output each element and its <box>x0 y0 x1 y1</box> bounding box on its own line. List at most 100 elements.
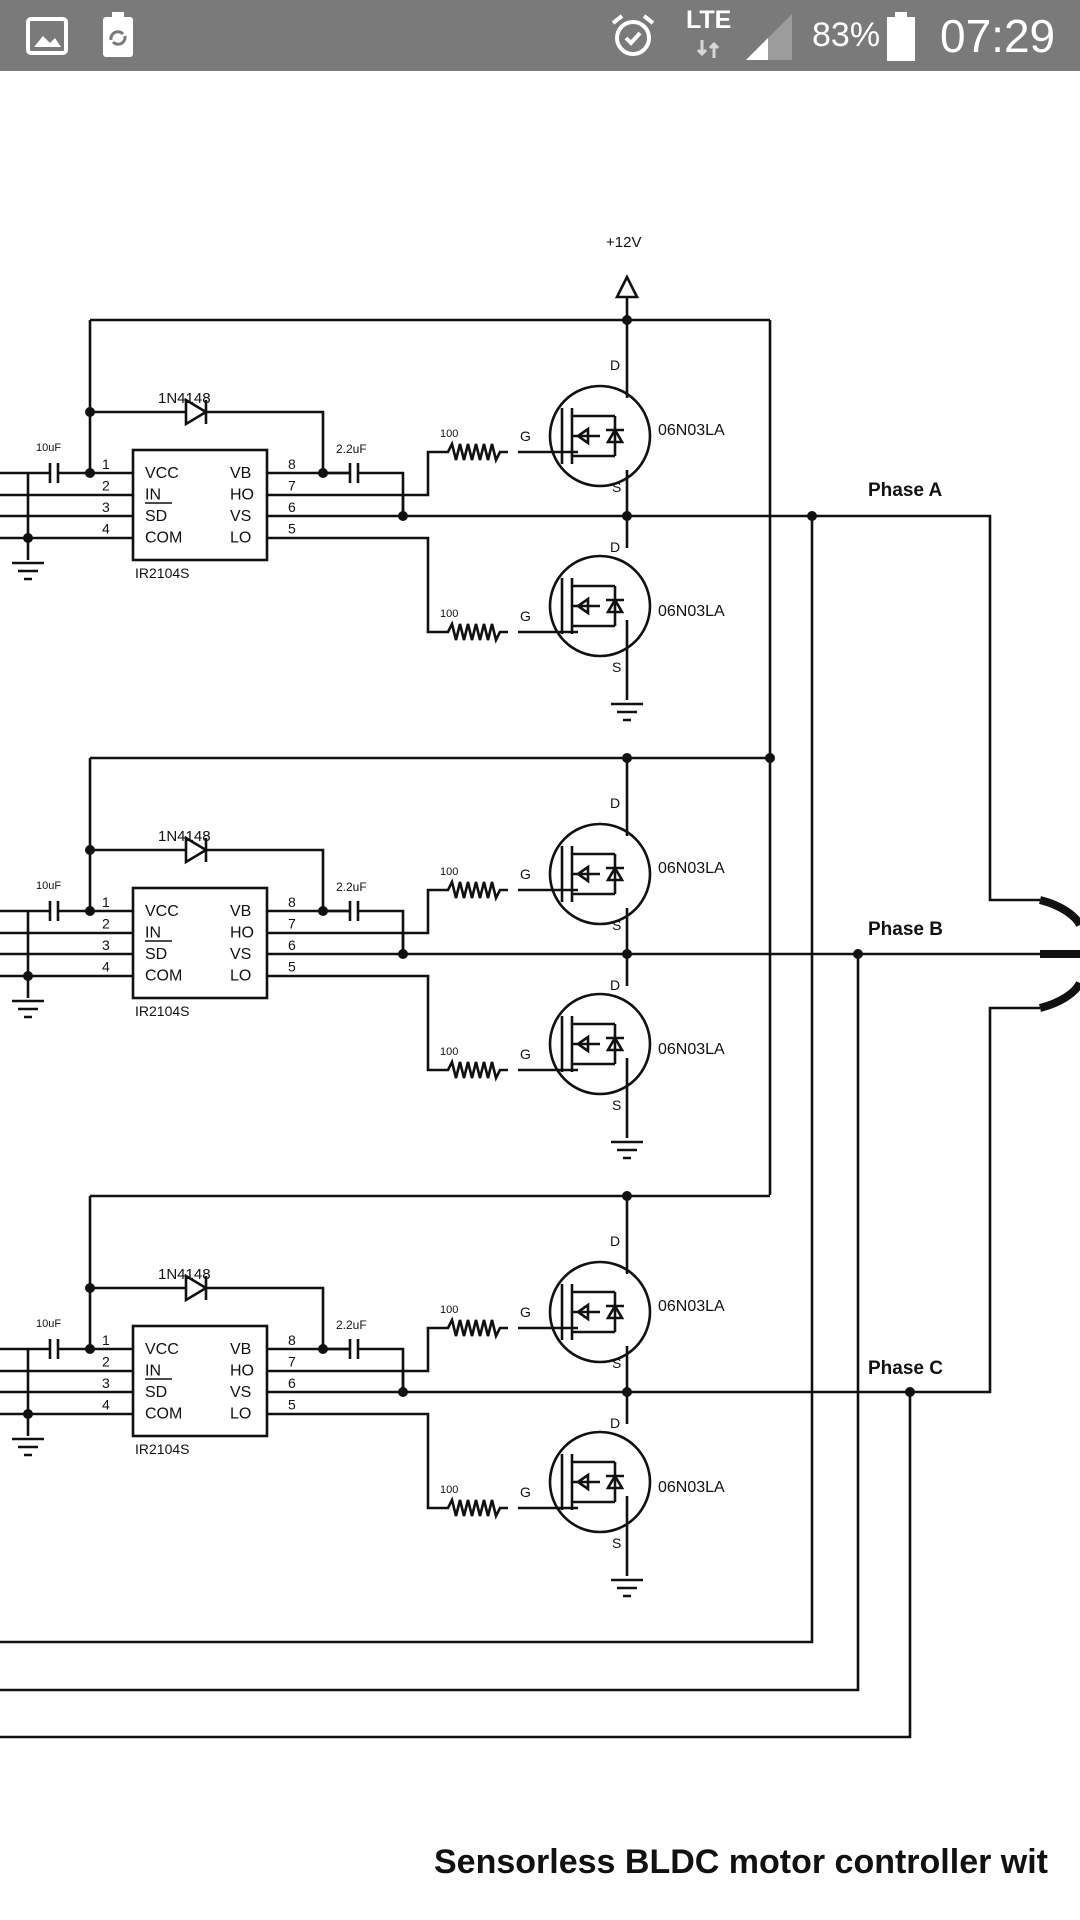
resistor-label: 100 <box>440 608 458 620</box>
junction-dot <box>85 1344 95 1354</box>
pin-number: 3 <box>102 937 110 953</box>
gate-label: G <box>520 428 531 444</box>
resistor-label: 100 <box>440 866 458 878</box>
resistor-label: 100 <box>440 1046 458 1058</box>
mosfet-low <box>548 992 652 1096</box>
ground-icon <box>12 561 44 581</box>
junction-dot <box>85 845 95 855</box>
pin-number: 5 <box>288 521 296 537</box>
gate-resistor-low <box>438 1058 508 1082</box>
junction-dot <box>807 511 817 521</box>
chip-pin-label: COM <box>145 1406 182 1423</box>
junction-dot <box>85 1283 95 1293</box>
source-label: S <box>612 1535 621 1551</box>
pin-number: 7 <box>288 1354 296 1370</box>
signal-icon <box>746 14 792 60</box>
cap-in-label: 10uF <box>36 880 61 892</box>
pin-number: 2 <box>102 916 110 932</box>
ground-icon <box>611 1578 643 1598</box>
junction-dot <box>398 1387 408 1397</box>
gate-label: G <box>520 866 531 882</box>
pin-number: 1 <box>102 456 110 472</box>
chip-pin-label: HO <box>230 487 254 504</box>
chip-pin-label: SD <box>145 1384 167 1401</box>
pin-number: 6 <box>288 937 296 953</box>
drain-label: D <box>610 1415 620 1431</box>
drain-label: D <box>610 1233 620 1249</box>
gate-resistor-low <box>438 1496 508 1520</box>
cap-boot-label: 2.2uF <box>336 880 367 894</box>
ground-icon <box>12 1437 44 1457</box>
cap-in-label: 10uF <box>36 442 61 454</box>
mosfet-high <box>548 1260 652 1364</box>
cap-boot-label: 2.2uF <box>336 1318 367 1332</box>
junction-dot <box>622 315 632 325</box>
chip-pin-label: VB <box>230 465 251 482</box>
gate-label: G <box>520 608 531 624</box>
pin-number: 3 <box>102 1375 110 1391</box>
junction-dot <box>23 533 33 543</box>
chip-pin-label: SD <box>145 946 167 963</box>
stage-wires <box>0 318 770 700</box>
gate-label: G <box>520 1304 531 1320</box>
ir2104s-chip <box>131 886 269 1000</box>
junction-dot <box>622 511 632 521</box>
junction-dot <box>85 407 95 417</box>
ir2104s-chip <box>131 1324 269 1438</box>
lte-label: LTE <box>686 6 732 34</box>
pin-number: 5 <box>288 1397 296 1413</box>
pin-number: 2 <box>102 478 110 494</box>
pin-number: 7 <box>288 916 296 932</box>
source-label: S <box>612 917 621 933</box>
junction-dot <box>23 971 33 981</box>
stage-wires <box>0 1194 770 1576</box>
pin-number: 4 <box>102 959 110 975</box>
chip-pin-label: COM <box>145 530 182 547</box>
chip-pin-label: VS <box>230 508 251 525</box>
diode-label: 1N4148 <box>158 1266 211 1283</box>
chip-pin-label: VCC <box>145 465 179 482</box>
chip-pin-label: VCC <box>145 1341 179 1358</box>
junction-dot <box>905 1387 915 1397</box>
junction-dot <box>23 1409 33 1419</box>
resistor-label: 100 <box>440 1304 458 1316</box>
pin-number: 4 <box>102 1397 110 1413</box>
mosfet-high <box>548 822 652 926</box>
chip-pin-label: HO <box>230 1363 254 1380</box>
figure-caption: Sensorless BLDC motor controller wit <box>434 1843 1048 1881</box>
junction-dot <box>318 906 328 916</box>
drain-label: D <box>610 357 620 373</box>
ground-icon <box>611 702 643 722</box>
chip-pin-label: IN <box>145 487 161 504</box>
junction-dot <box>622 1191 632 1201</box>
chip-pin-label: COM <box>145 968 182 985</box>
pin-number: 7 <box>288 478 296 494</box>
mosfet-low <box>548 554 652 658</box>
gate-resistor-high <box>438 1316 508 1340</box>
gate-resistor-high <box>438 878 508 902</box>
mosfet-label: 06N03LA <box>658 422 725 439</box>
ground-icon <box>12 999 44 1019</box>
pin-number: 1 <box>102 1332 110 1348</box>
ground-icon <box>611 1140 643 1160</box>
chip-pin-label: HO <box>230 925 254 942</box>
chip-pin-label: SD <box>145 508 167 525</box>
mosfet-label: 06N03LA <box>658 860 725 877</box>
resistor-label: 100 <box>440 1484 458 1496</box>
chip-pin-label: VB <box>230 1341 251 1358</box>
clock: 07:29 <box>940 9 1056 62</box>
diode-label: 1N4148 <box>158 390 211 407</box>
gate-label: G <box>520 1046 531 1062</box>
recycle-battery-icon <box>103 12 133 57</box>
junction-dot <box>622 753 632 763</box>
source-label: S <box>612 1097 621 1113</box>
junction-dot <box>622 949 632 959</box>
pin-number: 5 <box>288 959 296 975</box>
chip-name: IR2104S <box>135 565 189 581</box>
pin-number: 4 <box>102 521 110 537</box>
cap-boot-label: 2.2uF <box>336 442 367 456</box>
drain-label: D <box>610 795 620 811</box>
chip-pin-label: VS <box>230 1384 251 1401</box>
